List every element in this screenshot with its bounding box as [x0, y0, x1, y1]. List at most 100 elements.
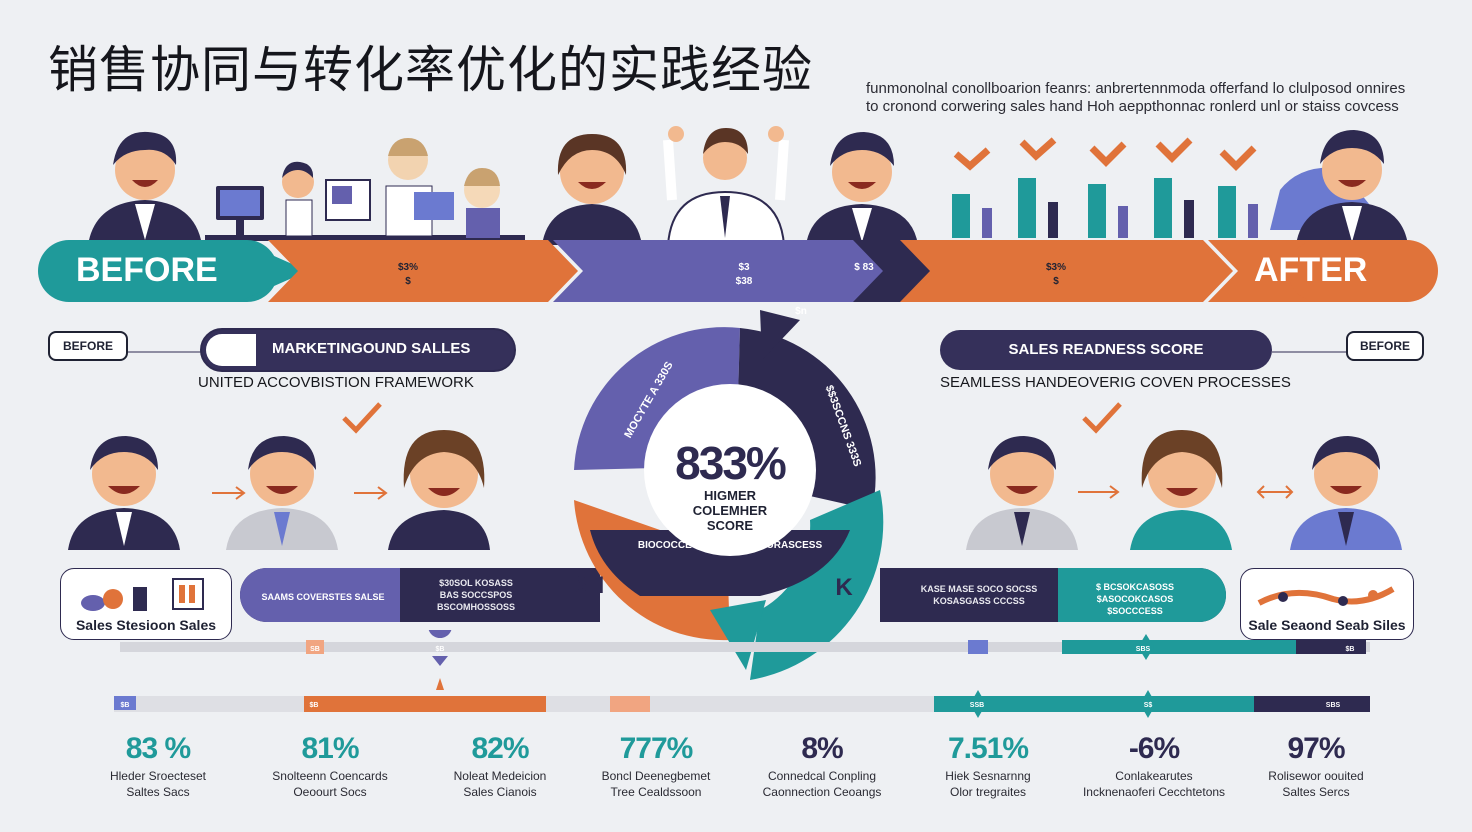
- ring-right-tag: K: [835, 574, 853, 601]
- metric-value: 777%: [619, 732, 694, 765]
- triangle-pointer-icon: [436, 678, 444, 690]
- metric-value: 97%: [1287, 732, 1345, 765]
- left-caption: UNITED ACCOVBISTION FRAMEWORK: [198, 374, 474, 391]
- segment-2-value: $3: [738, 262, 750, 273]
- progress-label: SB: [310, 646, 320, 653]
- metric-line-1: Snolteenn Coencards: [272, 769, 388, 783]
- orange-progress-segment: [304, 696, 546, 712]
- left-before-tag: BEFORE: [48, 331, 128, 361]
- progress-track-row-1: [120, 642, 1370, 652]
- checkmark-icon: [1082, 402, 1122, 434]
- metric-line-2: Oeoourt Socs: [293, 785, 367, 799]
- progress-label: SSB: [969, 702, 985, 709]
- progress-label: $B: [120, 702, 130, 709]
- left-band-line-2: BAS SOCCSPOS: [439, 590, 513, 600]
- metric-line-1: Hiek Sesnarnng: [945, 769, 1031, 783]
- right-band-line-2: KOSASGASS CCCSS: [933, 596, 1025, 606]
- office-scene-illustration: [205, 138, 525, 241]
- subtitle-line-2: to cronond corwering sales hand Hoh aepp…: [866, 98, 1399, 115]
- left-people-row: [68, 430, 490, 550]
- connector-line: [1272, 351, 1348, 353]
- metric-value: 82%: [471, 732, 529, 765]
- person-illustration: [226, 436, 338, 550]
- before-label: BEFORE: [76, 251, 218, 289]
- left-band-line-3: BSCOMHOSSOSS: [436, 602, 515, 612]
- before-after-journey-bar: BEFORE AFTER $3% $ $3 $38 $ 83 $3% $: [38, 240, 1438, 302]
- person-illustration: [1130, 430, 1232, 550]
- metric-line-2: Saltes Sacs: [126, 785, 190, 799]
- progress-marker: [306, 640, 324, 654]
- metric-value: 83 %: [125, 732, 191, 765]
- left-band-title: SAAMS COVERSTES SALSE: [261, 592, 385, 602]
- left-pill-notch: [206, 334, 256, 366]
- right-sales-card: Sale Seaond Seab Siles: [1240, 568, 1414, 640]
- navy-progress-segment: [1296, 640, 1366, 654]
- metric-line-1: Boncl Deenegbemet: [601, 769, 711, 783]
- metric-value: 7.51%: [947, 732, 1029, 765]
- progress-label: SBS: [1325, 702, 1341, 709]
- right-caption: SEAMLESS HANDEOVERIG COVEN PROCESSES: [940, 374, 1291, 391]
- map-pin-icon: [428, 630, 452, 666]
- person-illustration: [88, 131, 202, 245]
- left-card-caption: Sales Stesioon Sales: [75, 617, 217, 633]
- person-illustration: [966, 436, 1078, 550]
- left-sales-card: Sales Stesioon Sales: [60, 568, 232, 640]
- subtitle-line-1: funmonolnal conollboarion feanrs: anbrer…: [866, 80, 1406, 97]
- segment-3-subvalue: $: [1053, 276, 1059, 287]
- right-before-tag: BEFORE: [1346, 331, 1424, 361]
- metric-line-1: Conlakearutes: [1115, 769, 1193, 783]
- ring-left-tag: 6H: [573, 572, 605, 599]
- metric-value: -6%: [1128, 732, 1180, 765]
- diamond-marker-icon: [1138, 634, 1154, 660]
- progress-label: S$: [1143, 702, 1153, 709]
- page-title: 销售协同与转化率优化的实践经验: [48, 41, 813, 99]
- right-card-caption: Sale Seaond Seab Siles: [1248, 617, 1406, 633]
- metric-line-1: Hleder Sroecteset: [109, 769, 207, 783]
- right-band-line-5: $SOCCCESS: [1107, 606, 1163, 616]
- metric-line-2: Caonnection Ceoangs: [762, 785, 882, 799]
- progress-label: $B: [435, 646, 445, 653]
- metric-line-1: Rolisewor oouited: [1268, 769, 1364, 783]
- arrow-right-icon: [354, 486, 388, 500]
- metric-value: 81%: [301, 732, 359, 765]
- after-label: AFTER: [1254, 251, 1368, 289]
- left-pill-container: MARKETINGOUND SALLES: [200, 328, 516, 372]
- right-pill-label: SALES READNESS SCORE: [940, 330, 1272, 370]
- progress-marker: [968, 640, 988, 654]
- metric-line-2: Saltes Sercs: [1282, 785, 1350, 799]
- person-illustration: [68, 436, 180, 550]
- progress-marker: [114, 696, 136, 710]
- metric-line-2: Olor tregraites: [949, 785, 1027, 799]
- top-people-illustration: [88, 126, 1408, 245]
- right-band-line-4: $ASOCOKCASOS: [1096, 594, 1174, 604]
- journey-bar-graphic: [38, 240, 1438, 302]
- right-people-row: [966, 430, 1402, 550]
- segment-1-value: $3%: [397, 262, 418, 273]
- right-band-line-3: $ BCSOKCASOSS: [1095, 582, 1175, 592]
- segment-3-value: $3%: [1045, 262, 1066, 273]
- left-band-line-1: $30SOL KOSASS: [439, 578, 513, 588]
- progress-label: $B: [309, 702, 319, 709]
- left-pill-label: MARKETINGOUND SALLES: [272, 340, 471, 357]
- person-illustration: [1270, 130, 1408, 245]
- progress-marker: [610, 696, 650, 712]
- person-illustration: [542, 134, 642, 245]
- metric-line-1: Noleat Medeicion: [453, 769, 547, 783]
- person-illustration: [1290, 436, 1402, 550]
- right-band-line-1: KASE MASE SOCO SOCSS: [920, 584, 1038, 594]
- progress-label: $B: [1345, 646, 1355, 653]
- conversion-cycle-ring: [574, 310, 884, 680]
- sales-team-icon: [81, 578, 204, 611]
- arrow-right-icon: [212, 486, 246, 500]
- progress-label: SBS: [1135, 646, 1151, 653]
- teal-progress-segment: [934, 696, 1254, 712]
- navy-progress-segment: [1254, 696, 1370, 712]
- arrow-right-icon: [1078, 485, 1120, 499]
- right-teal-band: [1058, 568, 1226, 622]
